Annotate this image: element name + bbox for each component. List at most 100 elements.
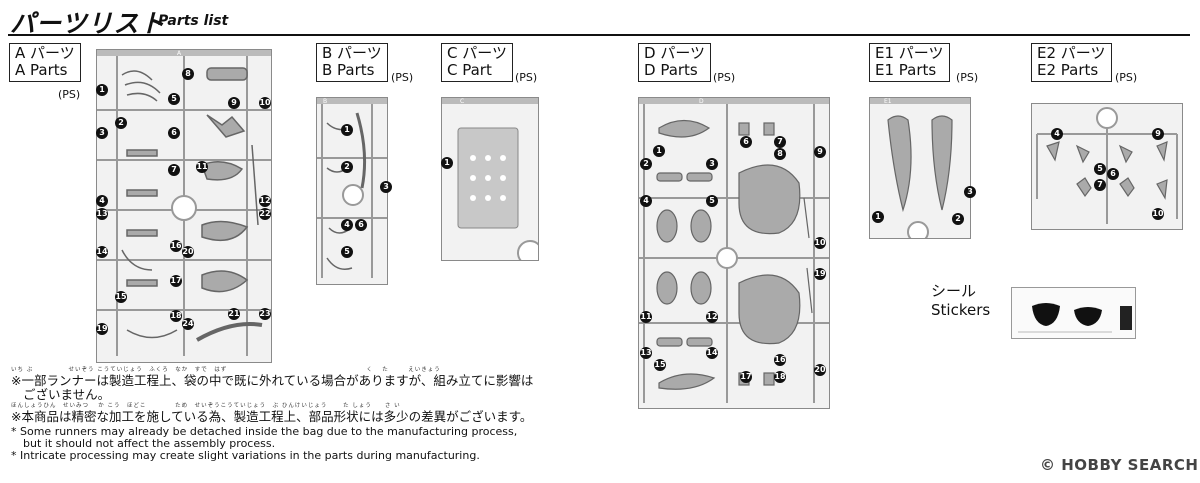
part-number-a-9: 9 bbox=[228, 97, 240, 109]
note-1-jp: ※一部ランナーは製造工程上、袋の中で既に外れている場合がありますが、組み立てに影… bbox=[11, 373, 534, 388]
part-number-e2-7: 7 bbox=[1094, 179, 1106, 191]
panel-e2-label-jp: E2 パーツ bbox=[1037, 44, 1106, 62]
part-number-e2-5: 5 bbox=[1094, 163, 1106, 175]
runner-b-tag: B bbox=[323, 98, 327, 105]
part-number-a-6: 6 bbox=[168, 127, 180, 139]
title-divider bbox=[8, 34, 1190, 36]
part-number-d-18: 18 bbox=[774, 371, 786, 383]
part-number-a-17: 17 bbox=[170, 275, 182, 287]
part-number-d-1: 1 bbox=[653, 145, 665, 157]
part-number-d-14: 14 bbox=[706, 347, 718, 359]
part-number-a-8: 8 bbox=[182, 68, 194, 80]
note-2-jp: ※本商品は精密な加工を施している為、製造工程上、部品形状には多少の差異がございま… bbox=[11, 409, 533, 424]
panel-b-material: (PS) bbox=[391, 71, 414, 84]
note-1-en: * Some runners may already be detached i… bbox=[11, 425, 518, 438]
part-number-a-23: 23 bbox=[259, 308, 271, 320]
part-number-e2-4: 4 bbox=[1051, 128, 1063, 140]
part-number-d-8: 8 bbox=[774, 148, 786, 160]
watermark: © HOBBY SEARCH bbox=[1040, 456, 1199, 474]
panel-c-label: C パーツ C Part bbox=[441, 43, 513, 82]
part-number-e1-3: 3 bbox=[964, 186, 976, 198]
part-number-d-9: 9 bbox=[814, 146, 826, 158]
panel-a-label-jp: A パーツ bbox=[15, 44, 75, 62]
part-number-a-18: 18 bbox=[170, 310, 182, 322]
part-number-d-4: 4 bbox=[640, 195, 652, 207]
part-number-d-16: 16 bbox=[774, 354, 786, 366]
part-number-a-4: 4 bbox=[96, 195, 108, 207]
part-number-d-11: 11 bbox=[640, 311, 652, 323]
part-number-a-22: 22 bbox=[259, 208, 271, 220]
part-number-d-12: 12 bbox=[706, 311, 718, 323]
notes-block: いち ぶ せいぞう こうていじょう ふくろ なか すで はず く た えいきょう… bbox=[11, 367, 571, 462]
part-number-d-17: 17 bbox=[740, 371, 752, 383]
part-number-a-24: 24 bbox=[182, 318, 194, 330]
panel-b-label: B パーツ B Parts bbox=[316, 43, 388, 82]
panel-e2-label-en: E2 Parts bbox=[1037, 61, 1099, 79]
part-number-a-10: 10 bbox=[259, 97, 271, 109]
part-number-a-11: 11 bbox=[196, 161, 208, 173]
runner-a-tag: A bbox=[177, 50, 182, 57]
part-number-e1-2: 2 bbox=[952, 213, 964, 225]
sticker-sheet-drawing bbox=[1018, 303, 1132, 333]
runner-e1-drawing: E1 bbox=[870, 98, 970, 238]
part-number-b-5: 5 bbox=[341, 246, 353, 258]
part-number-e2-6: 6 bbox=[1107, 168, 1119, 180]
part-number-d-5: 5 bbox=[706, 195, 718, 207]
part-number-a-5: 5 bbox=[168, 93, 180, 105]
note-2-en: * Intricate processing may create slight… bbox=[11, 449, 480, 462]
runner-d-frame: D bbox=[638, 97, 830, 409]
part-number-a-1: 1 bbox=[96, 84, 108, 96]
panel-a-material: (PS) bbox=[58, 88, 81, 101]
part-number-d-3: 3 bbox=[706, 158, 718, 170]
part-number-e2-10: 10 bbox=[1152, 208, 1164, 220]
stickers-label: シール Stickers bbox=[931, 282, 990, 320]
panel-e2-label: E2 パーツ E2 Parts bbox=[1031, 43, 1112, 82]
part-number-b-3: 3 bbox=[380, 181, 392, 193]
runner-c-tag: C bbox=[460, 98, 464, 105]
runner-c-drawing: C bbox=[442, 98, 538, 260]
part-number-d-6: 6 bbox=[740, 136, 752, 148]
runner-d-drawing: D bbox=[639, 98, 829, 403]
part-number-d-20: 20 bbox=[814, 364, 826, 376]
stickers-label-en: Stickers bbox=[931, 301, 991, 319]
panel-d-label: D パーツ D Parts bbox=[638, 43, 712, 82]
panel-d-material: (PS) bbox=[713, 71, 736, 84]
runner-e1-tag: E1 bbox=[884, 98, 892, 105]
part-number-a-21: 21 bbox=[228, 308, 240, 320]
runner-d-tag: D bbox=[699, 98, 704, 105]
part-number-c-1: 1 bbox=[441, 157, 453, 169]
part-number-a-7: 7 bbox=[168, 164, 180, 176]
part-number-d-7: 7 bbox=[774, 136, 786, 148]
part-number-a-3: 3 bbox=[96, 127, 108, 139]
panel-b-label-jp: B パーツ bbox=[322, 44, 382, 62]
part-number-a-13: 13 bbox=[96, 208, 108, 220]
part-number-a-16: 16 bbox=[170, 240, 182, 252]
panel-e2-material: (PS) bbox=[1115, 71, 1138, 84]
stickers-label-jp: シール bbox=[931, 282, 977, 300]
part-number-b-2: 2 bbox=[341, 161, 353, 173]
panel-e1-label-en: E1 Parts bbox=[875, 61, 937, 79]
runner-a-drawing: A bbox=[97, 50, 271, 356]
panel-e1-label-jp: E1 パーツ bbox=[875, 44, 944, 62]
panel-d-label-en: D Parts bbox=[644, 61, 698, 79]
note-1-ruby: いち ぶ せいぞう こうていじょう ふくろ なか すで はず く た えいきょう bbox=[11, 367, 441, 373]
panel-a-label-en: A Parts bbox=[15, 61, 68, 79]
part-number-e2-9: 9 bbox=[1152, 128, 1164, 140]
part-number-a-19: 19 bbox=[96, 323, 108, 335]
page-subtitle: Parts list bbox=[158, 13, 229, 29]
part-number-d-19: 19 bbox=[814, 268, 826, 280]
part-number-b-6: 6 bbox=[355, 219, 367, 231]
part-number-b-1: 1 bbox=[341, 124, 353, 136]
panel-e1-label: E1 パーツ E1 Parts bbox=[869, 43, 950, 82]
panel-a-label: A パーツ A Parts bbox=[9, 43, 81, 82]
part-number-d-15: 15 bbox=[654, 359, 666, 371]
panel-c-material: (PS) bbox=[515, 71, 538, 84]
panel-c-label-en: C Part bbox=[447, 61, 492, 79]
note-1-en-cont: but it should not affect the assembly pr… bbox=[23, 437, 276, 450]
runner-a-frame: A bbox=[96, 49, 272, 363]
note-1-jp-cont: ございません。 bbox=[23, 387, 111, 402]
runner-b-frame: B bbox=[316, 97, 388, 285]
page-title: パーツリスト bbox=[10, 9, 166, 38]
panel-c-label-jp: C パーツ bbox=[447, 44, 507, 62]
part-number-b-4: 4 bbox=[341, 219, 353, 231]
